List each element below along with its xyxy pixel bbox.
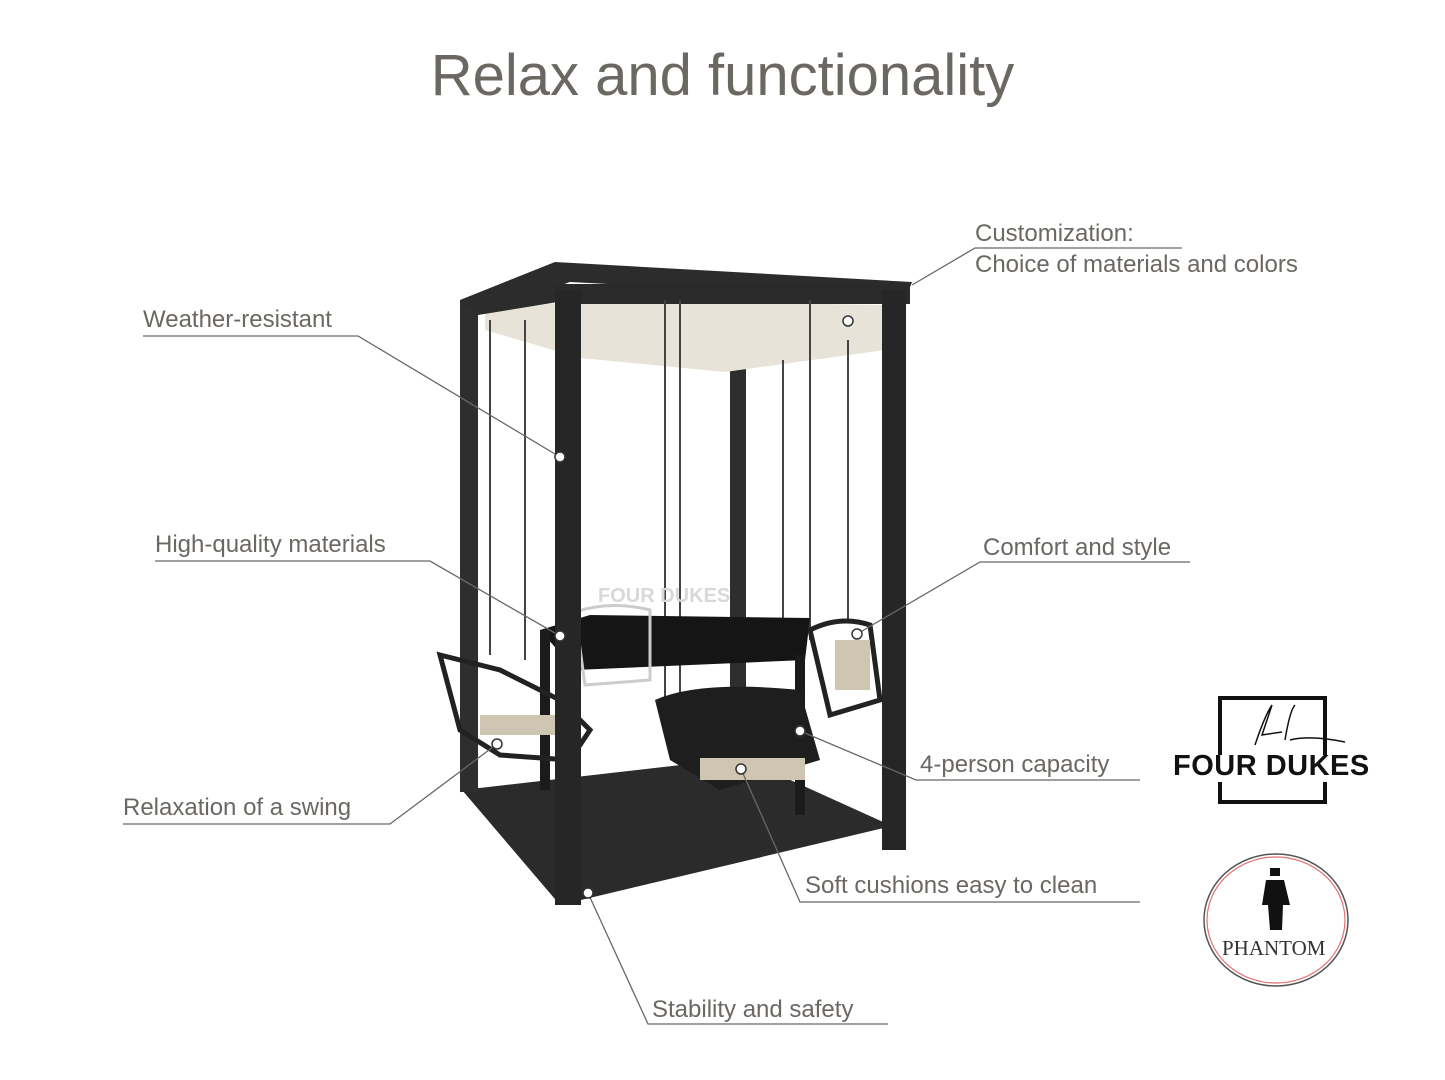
label-4-person-capacity: 4-person capacity: [920, 751, 1110, 778]
phantom-logo: [1203, 853, 1349, 987]
label-stability-safety: Stability and safety: [652, 996, 854, 1023]
label-comfort-style: Comfort and style: [983, 534, 1172, 561]
four-dukes-logo: [1218, 696, 1346, 804]
label-relaxation-swing: Relaxation of a swing: [123, 794, 352, 821]
phantom-logo-text: PHANTOM: [1222, 936, 1326, 960]
watermark: FOUR DUKES: [598, 585, 731, 607]
top-beam-left: [460, 286, 570, 315]
top-beam-front: [555, 284, 910, 304]
callout-dots: [491, 315, 863, 899]
label-soft-cushions: Soft cushions easy to clean: [805, 872, 1098, 899]
back-left-post: [460, 300, 478, 792]
canopy: [485, 300, 885, 372]
swing-ropes: [489, 300, 849, 700]
swing-chairs: [436, 603, 883, 790]
label-weather-resistant: Weather-resistant: [143, 306, 332, 333]
page-title: Relax and functionality: [430, 43, 1015, 108]
four-dukes-logo-text: FOUR DUKES: [1173, 750, 1370, 782]
label-customization-detail: Choice of materials and colors: [975, 251, 1298, 278]
front-left-post: [555, 290, 581, 905]
front-right-post: [882, 290, 906, 850]
label-customization: Customization:: [975, 220, 1134, 247]
callout-lines: [123, 247, 1190, 1025]
label-high-quality-materials: High-quality materials: [155, 531, 386, 558]
top-beam-back: [460, 262, 912, 315]
table-top: [540, 615, 810, 670]
